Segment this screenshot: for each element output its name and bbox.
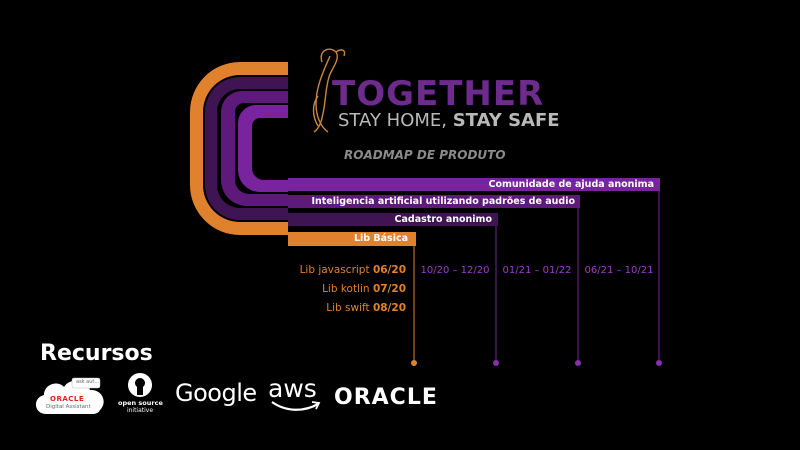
- open-source-initiative-logo-icon: [128, 373, 152, 397]
- period-label: 01/21 – 01/22: [502, 265, 572, 276]
- timeline-dot-lib: [411, 360, 417, 366]
- arc-darkest: [205, 77, 288, 220]
- arc-bright: [238, 105, 288, 192]
- roadmap-title: ROADMAP DE PRODUTO: [344, 148, 506, 162]
- lib-item: Lib javascript 06/20: [299, 264, 406, 276]
- logo-title: TOGETHER: [332, 74, 545, 114]
- aws-smile-icon: [271, 401, 319, 411]
- aws-logo: aws: [268, 374, 317, 403]
- bar-ia: [288, 195, 580, 208]
- logo-subtitle-bold: STAY SAFE: [452, 110, 560, 131]
- lib-item: Lib swift 08/20: [326, 302, 406, 314]
- google-logo: Google: [175, 379, 257, 407]
- osi-text-line1: open source: [118, 399, 163, 407]
- lib-item: Lib kotlin 07/20: [322, 283, 406, 295]
- osi-text-line2: initiative: [126, 407, 154, 414]
- bar-label-lib-basica: Lib Básica: [353, 233, 408, 244]
- aws-arrow-icon: [311, 401, 321, 410]
- bar-label-comunidade: Comunidade de ajuda anonima: [488, 179, 654, 190]
- oracle-da-brand: ORACLE: [50, 395, 85, 403]
- oracle-da-bubble-text: ask aut...: [76, 379, 100, 385]
- logo-subtitle: STAY HOME, STAY SAFE: [338, 110, 560, 131]
- oracle-da-caption: Digital Assistant: [46, 404, 91, 410]
- arc-mid: [221, 91, 288, 206]
- bar-lib-basica: [288, 232, 416, 246]
- bar-label-cadastro: Cadastro anonimo: [394, 214, 492, 225]
- timeline-dot-cadastro: [493, 360, 499, 366]
- oracle-logo: ORACLE: [334, 385, 438, 410]
- timeline-dot-comunidade: [656, 360, 662, 366]
- period-label: 06/21 – 10/21: [584, 265, 654, 276]
- bar-label-ia: Inteligencia artificial utilizando padrõ…: [311, 196, 575, 207]
- oracle-digital-assistant-logo: [35, 377, 104, 414]
- timeline-dot-ia: [575, 360, 581, 366]
- bar-comunidade: [288, 178, 660, 191]
- resources-heading: Recursos: [40, 341, 153, 366]
- period-label: 10/20 – 12/20: [420, 265, 490, 276]
- logo-subtitle-normal: STAY HOME,: [338, 110, 453, 131]
- horse-logo-icon: [312, 48, 346, 133]
- bar-cadastro: [288, 213, 498, 226]
